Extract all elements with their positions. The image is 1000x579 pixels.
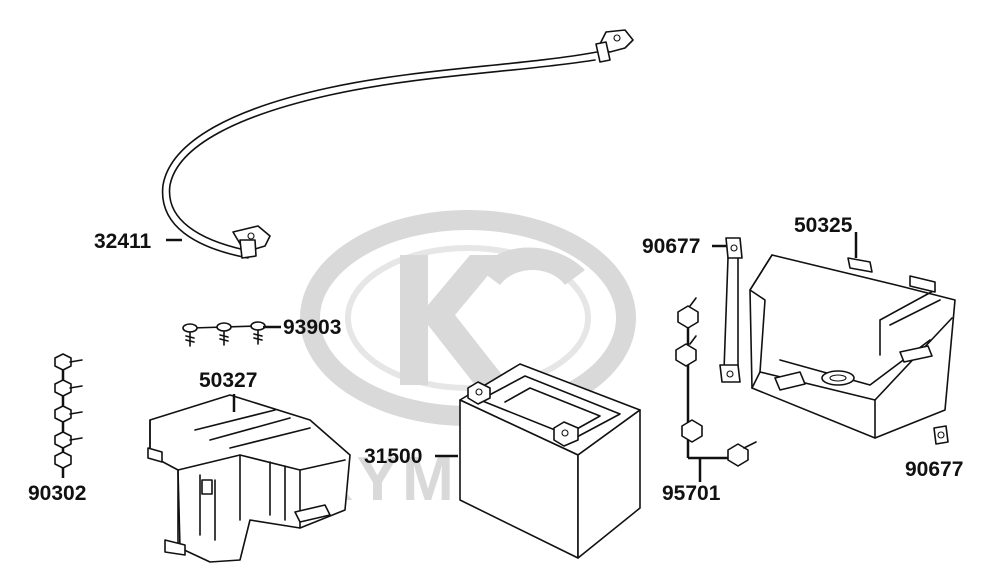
- part-50325-battery-box: [749, 232, 956, 439]
- label-90302: 90302: [28, 482, 86, 505]
- part-90677-top-clip: [712, 237, 743, 383]
- label-31500: 31500: [364, 445, 422, 468]
- part-32411-battery-cable: [161, 29, 634, 259]
- label-50325: 50325: [794, 214, 853, 237]
- part-90677-bottom-clip: [933, 425, 949, 445]
- part-50327-battery-cover: [147, 394, 351, 563]
- part-31500-battery: [435, 363, 641, 559]
- part-95701-bolts: [675, 297, 757, 482]
- label-90677-bottom: 90677: [905, 458, 963, 481]
- part-90302-bolts: [54, 353, 83, 478]
- label-90677-top: 90677: [642, 235, 700, 258]
- part-93903-screws: [182, 321, 266, 347]
- label-93903: 93903: [283, 316, 341, 339]
- label-50327: 50327: [199, 369, 257, 392]
- label-95701: 95701: [662, 482, 721, 505]
- label-32411: 32411: [94, 230, 152, 253]
